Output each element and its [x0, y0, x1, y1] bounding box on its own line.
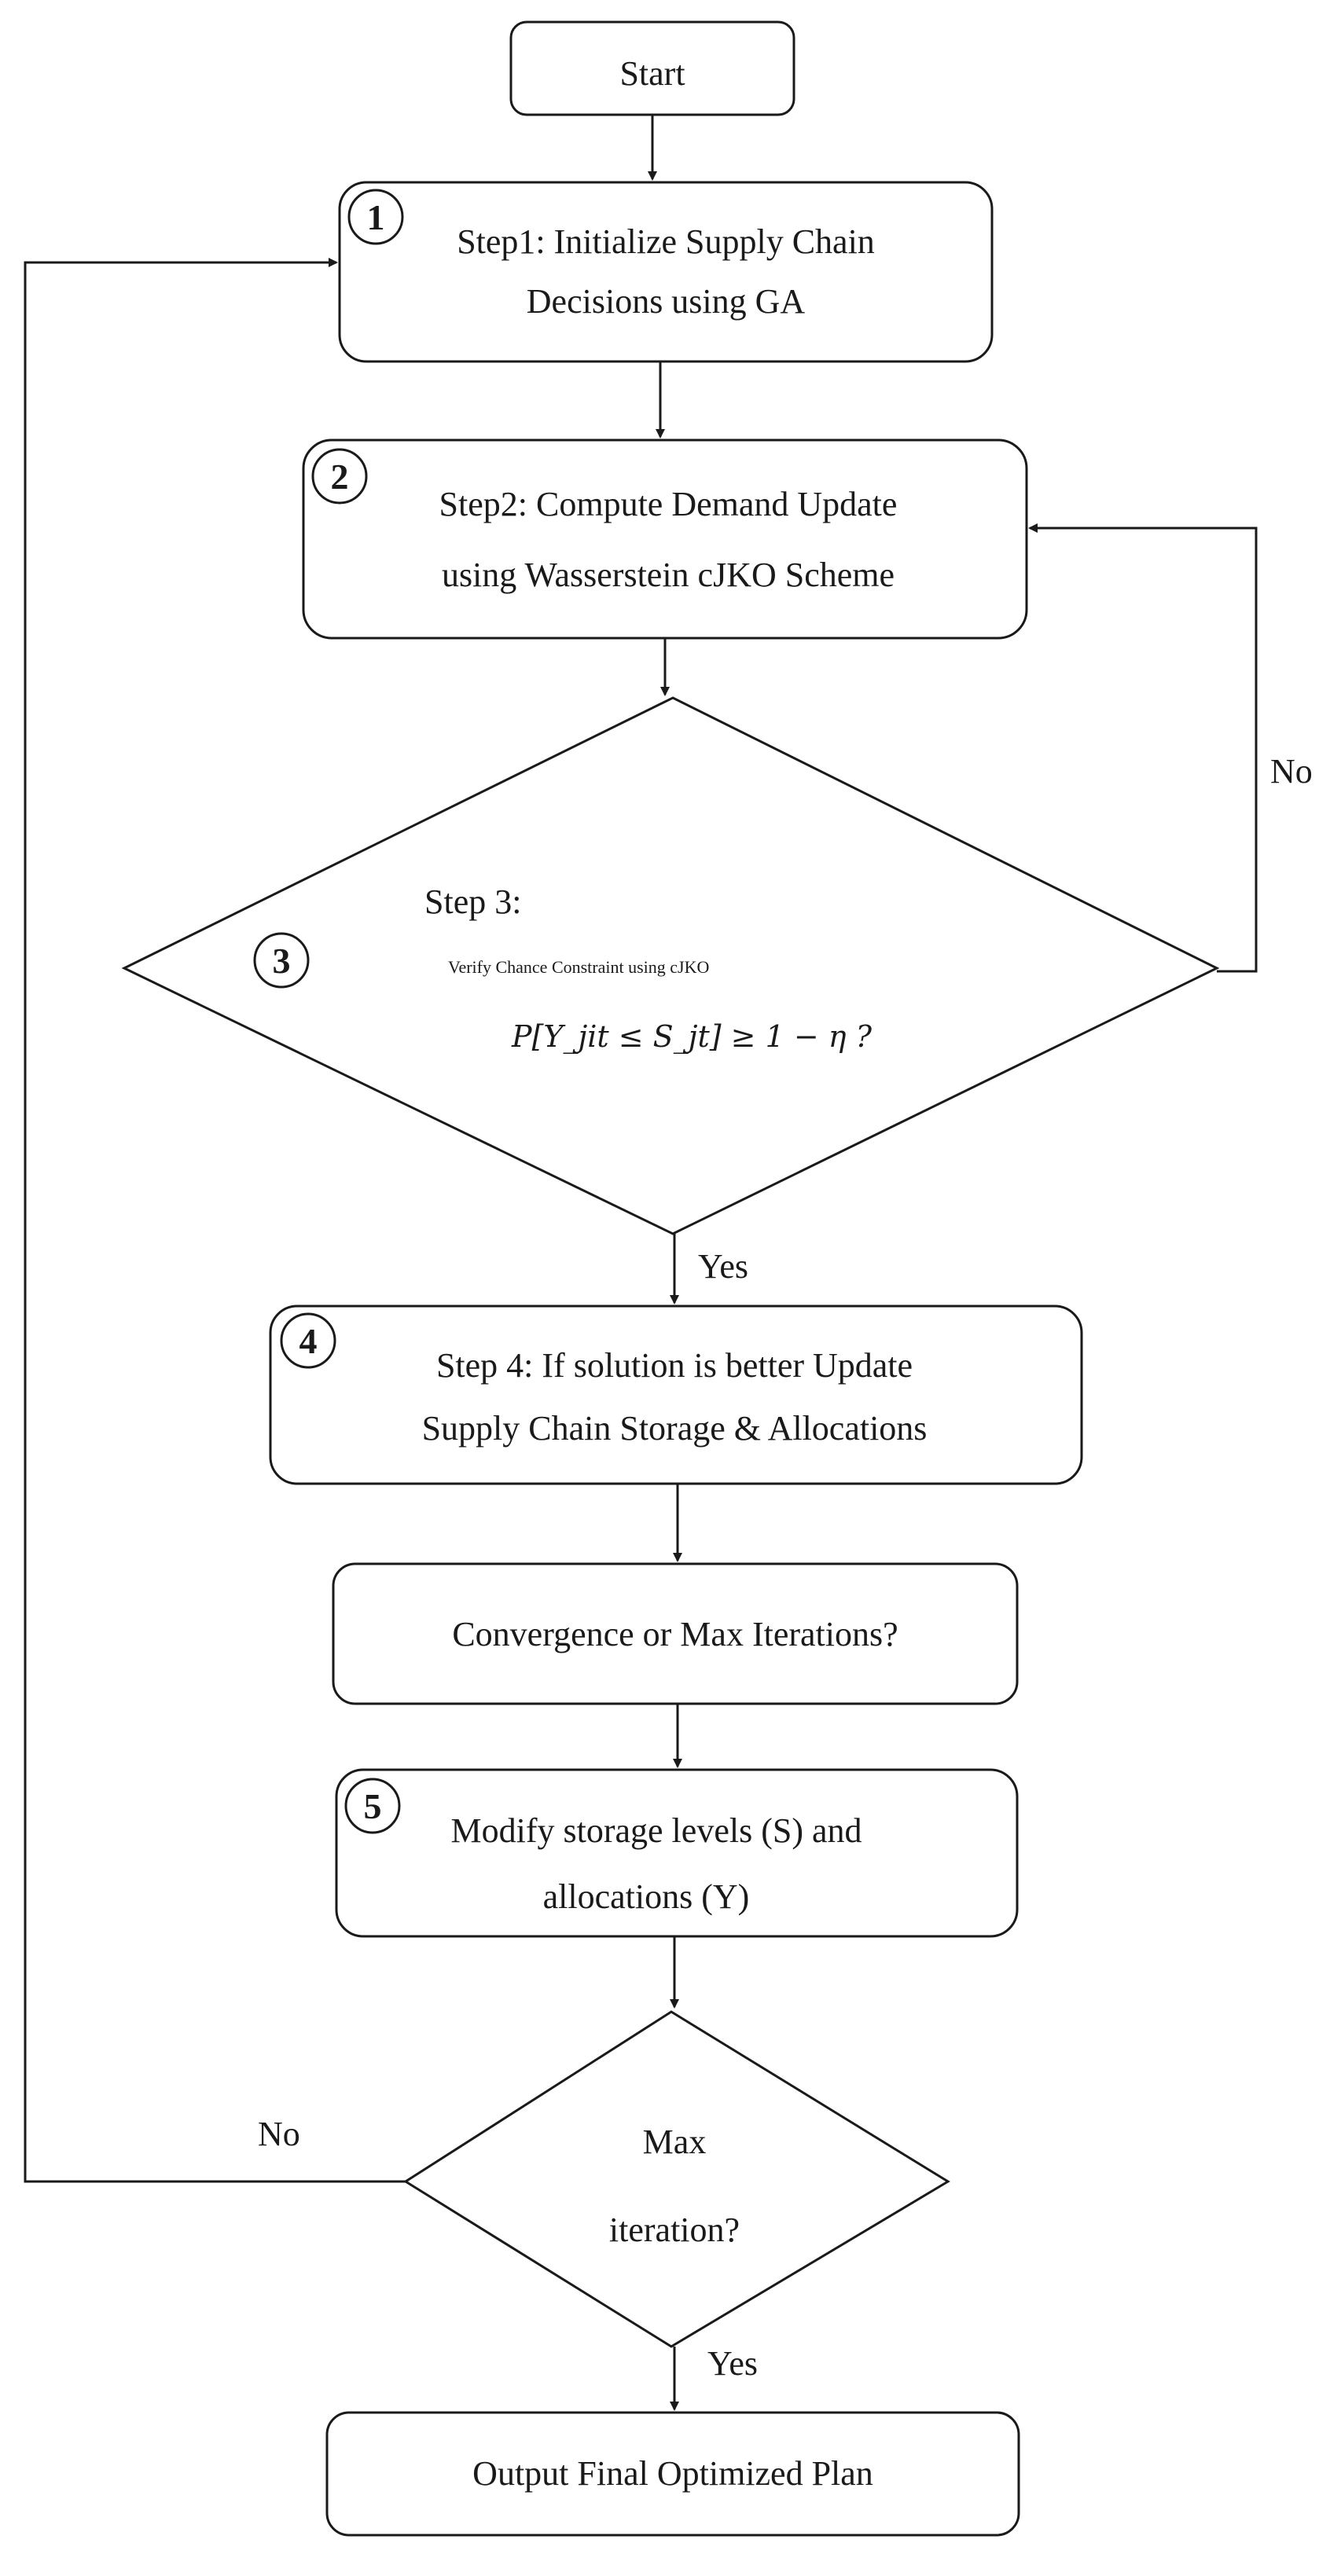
step5-badge-circle — [344, 1778, 401, 1834]
step4-line2: Supply Chain Storage & Allocations — [422, 1409, 928, 1448]
max-iter-line1: Max — [643, 2123, 707, 2161]
step2-node: 2 Step2: Compute Demand Update using Was… — [302, 439, 1028, 640]
step3-no-label: No — [1270, 752, 1313, 791]
convergence-label: Convergence or Max Iterations? — [452, 1615, 898, 1653]
step3-condition: P[Y_jit ≤ S_jt] ≥ 1 − η ? — [511, 1019, 873, 1055]
step2-badge-circle — [311, 448, 368, 505]
step3-subtitle: Verify Chance Constraint using cJKO — [448, 957, 709, 977]
max-iter-line2: iteration? — [609, 2211, 740, 2249]
start-label: Start — [619, 54, 685, 93]
step5-line2: allocations (Y) — [543, 1877, 750, 1916]
max-iteration-decision: Max iteration? — [403, 2010, 950, 2348]
step1-line1: Step1: Initialize Supply Chain — [457, 222, 875, 261]
step4-node: 4 Step 4: If solution is better Update S… — [269, 1305, 1083, 1485]
step2-line2: using Wasserstein cJKO Scheme — [442, 556, 895, 594]
step5-badge: 5 — [364, 1786, 382, 1826]
step2-line1: Step2: Compute Demand Update — [439, 485, 898, 523]
step4-badge-circle — [280, 1312, 336, 1369]
step3-decision: 3 Step 3: Verify Chance Constraint using… — [121, 696, 1220, 1235]
output-label: Output Final Optimized Plan — [472, 2454, 873, 2493]
step5-node: 5 Modify storage levels (S) and allocati… — [335, 1768, 1019, 1938]
step3-title: Step 3: — [424, 883, 521, 921]
max-iter-no-label: No — [258, 2115, 300, 2153]
output-node: Output Final Optimized Plan — [325, 2411, 1020, 2537]
step3-yes-label: Yes — [698, 1247, 748, 1286]
arrow-maxiter-no-to-step1 — [24, 258, 406, 2183]
convergence-node: Convergence or Max Iterations? — [332, 1562, 1019, 1705]
step1-badge: 1 — [367, 197, 385, 237]
step4-line1: Step 4: If solution is better Update — [436, 1346, 913, 1385]
step1-badge-circle — [347, 189, 404, 245]
start-node: Start — [509, 20, 795, 116]
step4-badge: 4 — [299, 1321, 318, 1361]
step5-line1: Modify storage levels (S) and — [451, 1811, 862, 1850]
step3-badge-circle — [253, 932, 310, 989]
arrow-step3-no-to-step2 — [1028, 523, 1258, 973]
max-iter-yes-label: Yes — [707, 2344, 758, 2383]
step3-badge: 3 — [273, 941, 291, 981]
step1-node: 1 Step1: Initialize Supply Chain Decisio… — [338, 181, 994, 363]
step2-badge: 2 — [331, 457, 349, 497]
step1-line2: Decisions using GA — [527, 282, 806, 321]
